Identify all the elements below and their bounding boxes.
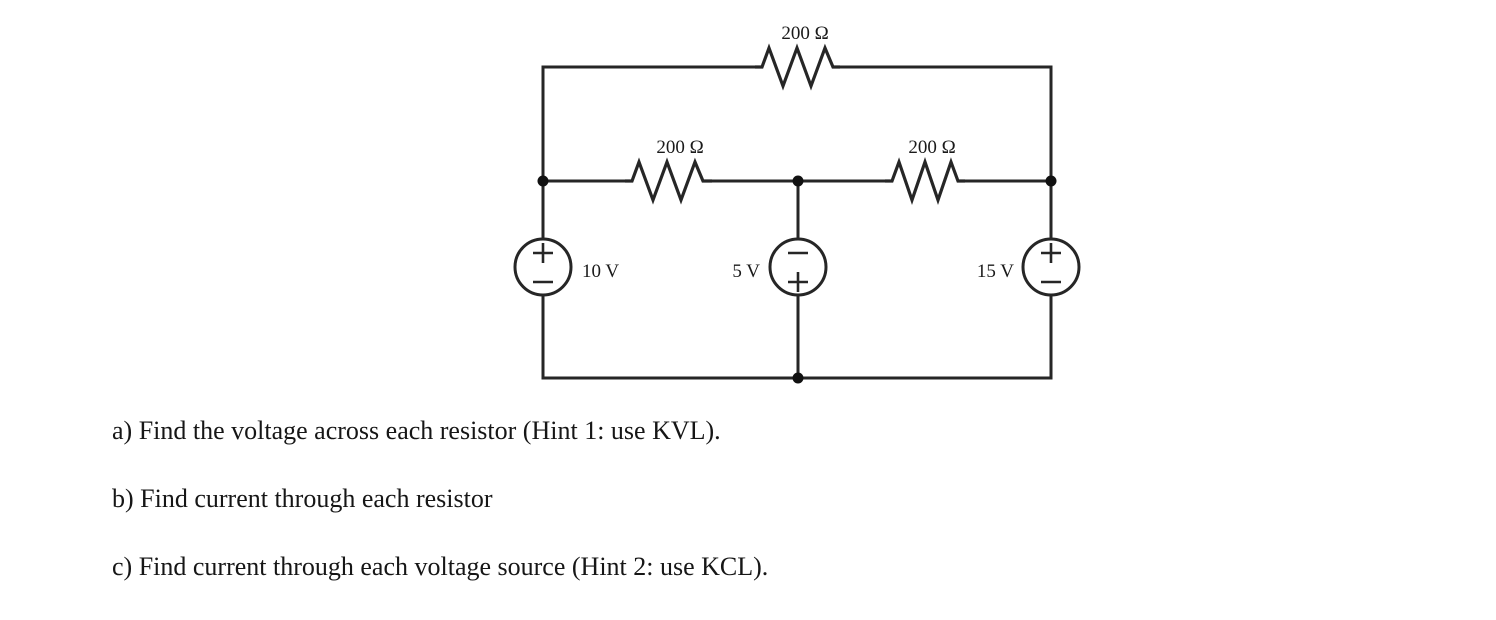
question-item-b: b) Find current through each resistor xyxy=(112,484,493,513)
voltage-source-right-label: 15 V xyxy=(977,261,1014,282)
resistor-middle-right-symbol xyxy=(885,157,965,205)
plus-icon-left-source xyxy=(533,243,553,263)
node-dot-bottom-center xyxy=(792,372,804,384)
question-item-c: c) Find current through each voltage sou… xyxy=(112,552,769,581)
voltage-source-right-circle xyxy=(1021,237,1081,297)
resistor-middle-left-symbol xyxy=(625,157,712,205)
voltage-source-left-circle xyxy=(513,237,573,297)
voltage-source-middle-label: 5 V xyxy=(732,261,760,282)
wire-top-left-segment xyxy=(541,65,757,183)
circuit-schematic-svg: 200 Ω 200 Ω 200 Ω 10 V 5 V 15 V xyxy=(513,23,1081,384)
question-item-a: a) Find the voltage across each resistor… xyxy=(112,416,721,445)
voltage-source-left-label: 10 V xyxy=(582,261,619,282)
wire-top-right-segment xyxy=(838,65,1053,183)
resistor-middle-left-label: 200 Ω xyxy=(656,137,703,158)
question-list: a) Find the voltage across each resistor… xyxy=(112,418,1362,580)
resistor-middle-right-label: 200 Ω xyxy=(908,137,955,158)
resistor-top-symbol xyxy=(755,43,840,91)
node-dot-right-middle xyxy=(1045,175,1057,187)
plus-icon-right-source xyxy=(1041,243,1061,263)
plus-icon-middle-source xyxy=(788,272,808,292)
circuit-diagram: 200 Ω 200 Ω 200 Ω 10 V 5 V 15 V xyxy=(513,23,1081,384)
node-dot-center-middle xyxy=(792,175,804,187)
voltage-source-middle-circle xyxy=(768,237,828,297)
node-dot-left-middle xyxy=(537,175,549,187)
resistor-top-label: 200 Ω xyxy=(781,23,828,44)
